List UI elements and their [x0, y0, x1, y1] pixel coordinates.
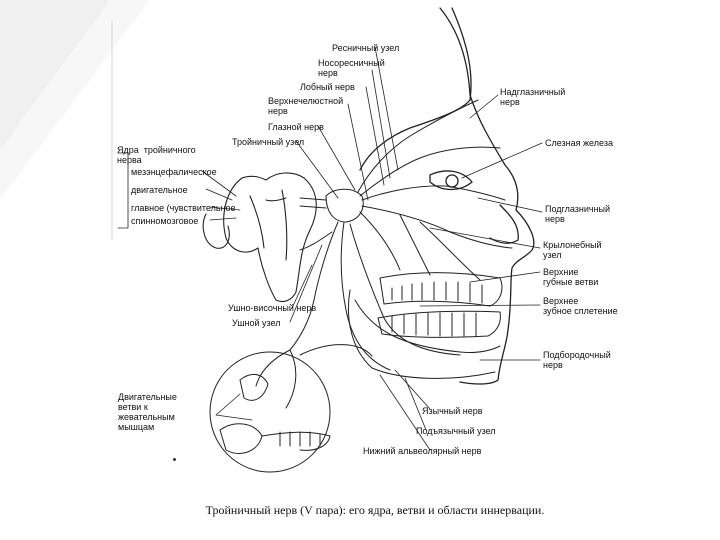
trigeminal-ganglion	[299, 188, 364, 223]
label-upper-labial-branches: Верхние губные ветви	[543, 267, 599, 287]
jaws-and-teeth	[347, 272, 503, 379]
label-pterygopalatine-ganglion: Крылонебный узел	[543, 240, 602, 260]
label-nasociliary-nerve: Носоресничный нерв	[318, 58, 385, 78]
label-ciliary-ganglion: Ресничный узел	[332, 43, 400, 53]
label-trigeminal-ganglion: Тройничный узел	[232, 137, 305, 147]
label-ophthalmic-nerve: Глазной нерв	[268, 122, 324, 132]
motor-branches-inset	[209, 344, 373, 473]
label-motor-nucleus: двигательное	[131, 185, 188, 195]
label-supraorbital-nerve: Надглазничный нерв	[500, 87, 566, 107]
label-principal-sensory-nucleus: главное (чувствительное	[131, 203, 236, 213]
label-inferior-alveolar-nerve: Нижний альвеолярный нерв	[363, 446, 482, 456]
label-infraorbital-nerve: Подглазничный нерв	[545, 204, 611, 224]
label-auriculotemporal-nerve: Ушно-височный нерв	[228, 303, 317, 313]
label-motor-branches: Двигательные ветви к жевательным мышцам	[118, 392, 177, 432]
label-trigeminal-nuclei: Ядра тройничного нерва	[117, 145, 196, 165]
label-mesencephalic-nucleus: мезэнцефалическое	[131, 167, 217, 177]
label-frontal-nerve: Лобный нерв	[300, 82, 355, 92]
label-lingual-nerve: Язычный нерв	[422, 406, 483, 416]
label-spinal-nucleus: спинномозговое	[131, 216, 199, 226]
label-mental-nerve: Подбородочный нерв	[543, 350, 611, 370]
label-upper-dental-plexus: Верхнее зубное сплетение	[543, 296, 618, 316]
leader-lines	[117, 46, 543, 451]
label-submandibular-ganglion: Подъязычный узел	[416, 426, 496, 436]
stray-dot	[173, 458, 176, 461]
label-otic-ganglion: Ушной узел	[232, 318, 281, 328]
label-lacrimal-gland: Слезная железа	[545, 138, 613, 148]
figure-caption: Тройничный нерв (V пара): его ядра, ветв…	[205, 503, 545, 517]
brainstem	[202, 172, 317, 303]
label-maxillary-nerve: Верхнечелюстной нерв	[268, 96, 344, 116]
